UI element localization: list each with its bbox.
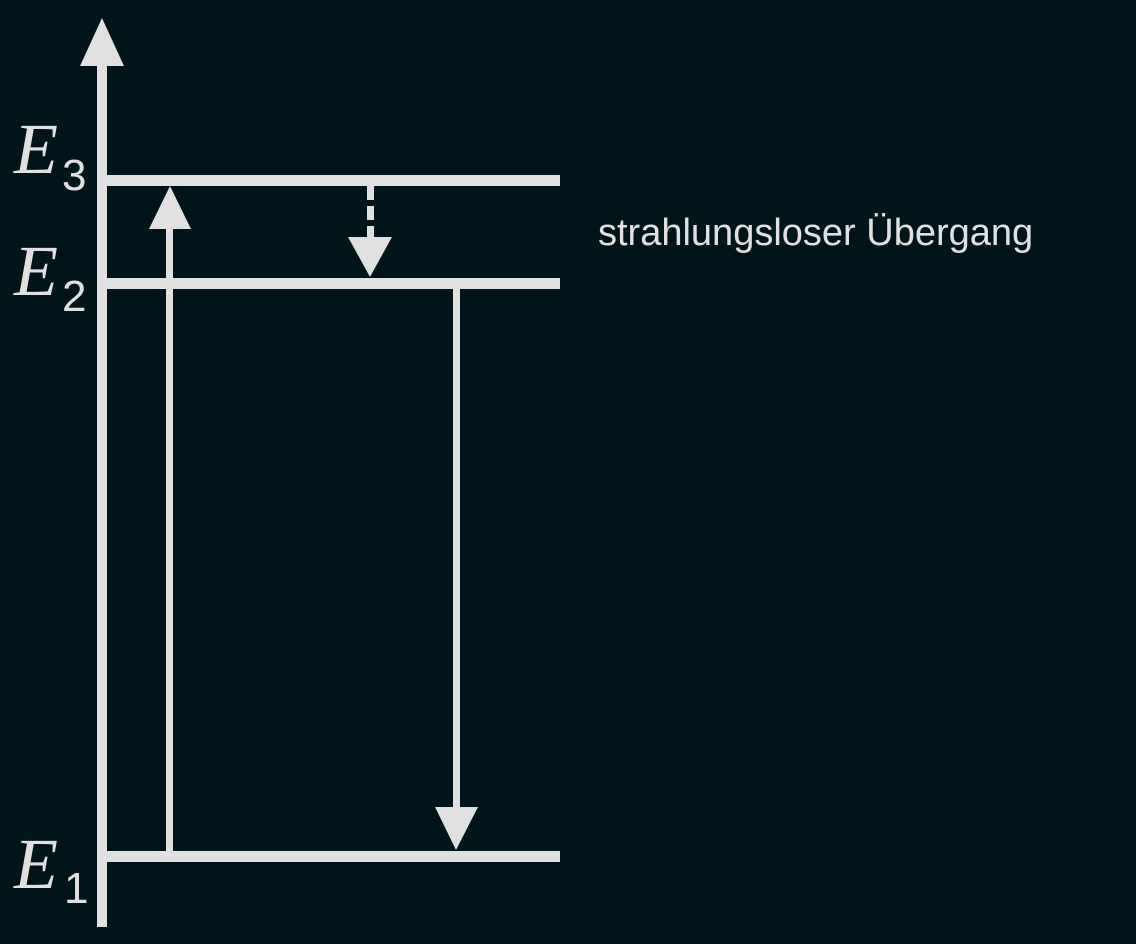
level-e3-line [107,175,560,186]
level-e2-symbol: E [13,231,58,311]
level-e1-symbol: E [13,824,58,904]
level-e2-subscript: 2 [62,272,86,321]
excitation-arrow-shaft [166,225,173,852]
level-e3-subscript: 3 [62,151,86,200]
energy-axis [97,50,107,927]
level-e2-line [107,278,560,289]
axis-arrow-up-icon [80,18,124,66]
level-e3-symbol: E [13,109,58,189]
level-e1-subscript: 1 [64,864,88,913]
dashed-arrow-segment [367,186,374,200]
radiationless-transition-label: strahlungsloser Übergang [598,212,1033,254]
emission-arrow-down-icon [435,807,478,850]
emission-arrow-shaft [453,289,460,814]
dashed-arrow-segment [367,226,374,240]
level-e1-line [107,851,560,862]
dashed-arrow-segment [367,206,374,220]
excitation-arrow-up-icon [149,186,191,229]
dashed-arrow-down-icon [348,237,392,277]
